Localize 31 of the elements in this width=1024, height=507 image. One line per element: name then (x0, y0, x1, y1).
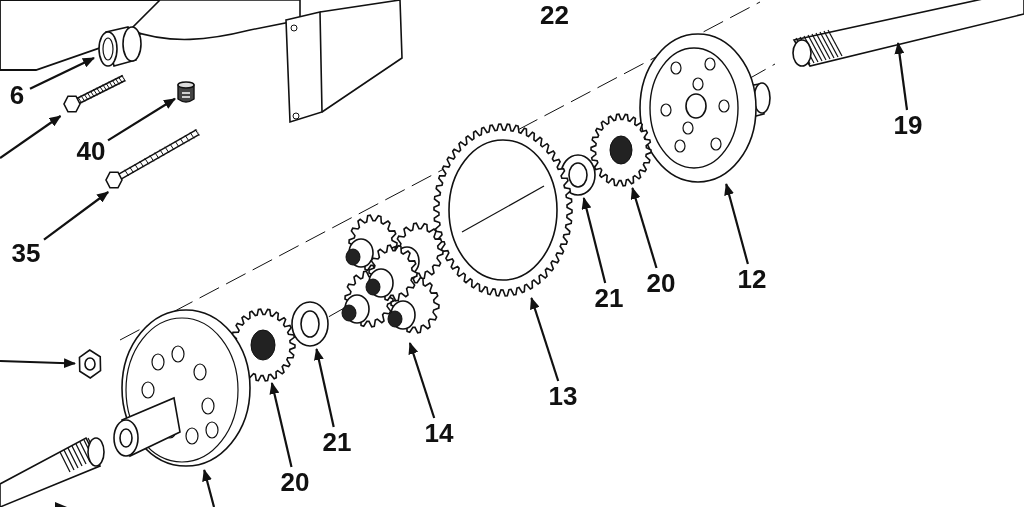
callout-number: 14 (421, 418, 457, 448)
leader-line (408, 342, 436, 419)
callout-number: 22 (540, 0, 569, 30)
leader-line (29, 57, 95, 90)
callout-number: 35 (8, 238, 44, 268)
gear-drawing (589, 112, 653, 188)
leader-line (202, 469, 216, 507)
leader-line (630, 187, 658, 269)
leader-line (724, 183, 749, 265)
leader-line (0, 358, 76, 369)
leader-line (43, 191, 109, 241)
callout-number: 12 (734, 264, 770, 294)
leader-line (269, 382, 293, 468)
ring-gear-drawing (432, 122, 574, 298)
set-screw-drawing (175, 79, 197, 105)
callout-number: 6 (4, 80, 30, 110)
leader-line (314, 348, 335, 428)
leader-line (530, 297, 560, 382)
callout-number: 19 (890, 110, 926, 140)
callout-number: 20 (643, 268, 679, 298)
leader-line (581, 197, 607, 284)
leader-line (55, 502, 68, 507)
hub-drawing (112, 310, 254, 470)
callout-number: 40 (74, 136, 108, 166)
callout-number: 21 (592, 283, 626, 313)
leader-line (0, 115, 62, 159)
leader-line (107, 97, 176, 142)
callout-number: 20 (277, 467, 313, 497)
callout-number: 13 (545, 381, 581, 411)
leader-line (894, 42, 909, 111)
callout-number: 21 (320, 427, 354, 457)
